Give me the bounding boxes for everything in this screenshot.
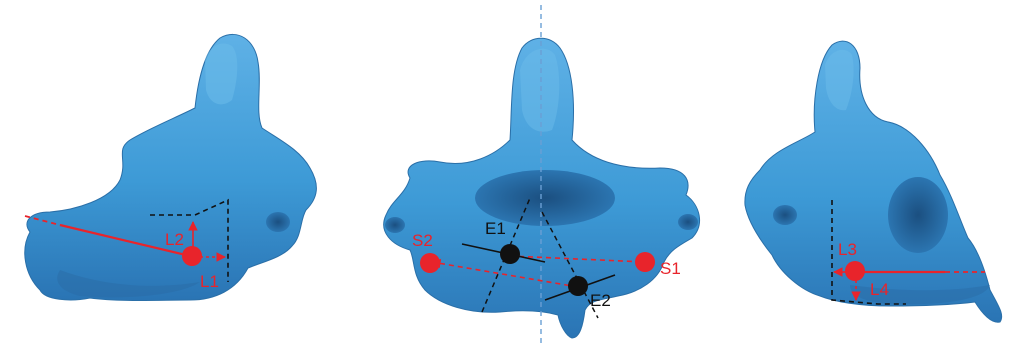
lateral-left-view: L2 L1: [25, 34, 317, 300]
label-l1: L1: [200, 272, 219, 291]
vertebral-foramen: [475, 170, 615, 226]
marker-left: [182, 246, 202, 266]
label-l3: L3: [838, 240, 857, 259]
marker-s2: [420, 253, 440, 273]
side-hole-right-panel: [773, 205, 797, 225]
foramen-right: [888, 177, 948, 253]
label-l4: L4: [870, 280, 889, 299]
lateral-right-view: L3 L4: [745, 41, 1002, 322]
vertebra-left-body: [25, 34, 317, 300]
side-hole-left: [385, 217, 405, 233]
marker-e2: [568, 276, 588, 296]
side-hole-right: [678, 214, 698, 230]
foramen-left: [266, 212, 290, 232]
marker-e1: [500, 244, 520, 264]
label-s1: S1: [660, 259, 681, 278]
spinous-left-highlight: [205, 44, 237, 105]
label-e1: E1: [485, 219, 506, 238]
label-e2: E2: [590, 291, 611, 310]
marker-right: [845, 261, 865, 281]
marker-s1: [635, 252, 655, 272]
label-s2: S2: [412, 231, 433, 250]
anterior-view: S2 S1 E1 E2: [384, 5, 700, 345]
spinous-middle-highlight: [520, 49, 559, 132]
label-l2: L2: [165, 230, 184, 249]
